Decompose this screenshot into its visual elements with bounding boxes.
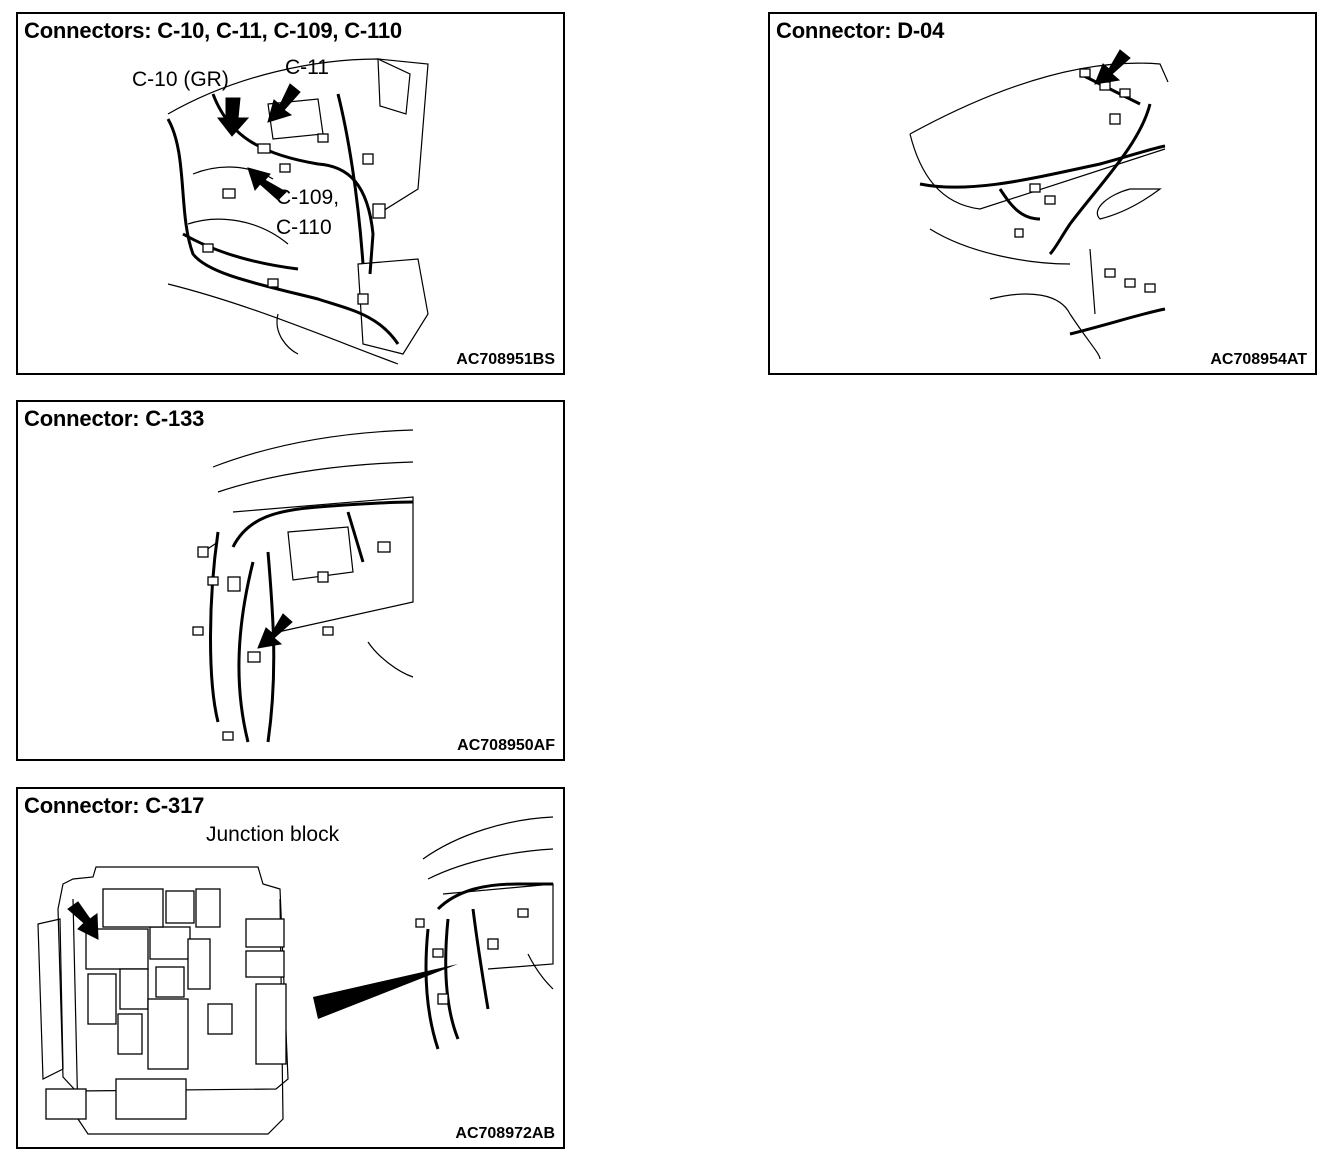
diagram-panel-c317: Connector: C-317 Junction block AC708972…	[16, 787, 565, 1149]
dashboard-harness-illustration	[166, 58, 429, 365]
callout-c109: C-109,	[276, 186, 340, 209]
callout-junction-block: Junction block	[206, 823, 340, 846]
callout-c11: C-11	[285, 56, 329, 79]
figure-code: AC708950AF	[457, 737, 555, 754]
figure-code: AC708954AT	[1210, 351, 1307, 368]
instrument-panel-harness-illustration	[192, 429, 414, 743]
diagram-panel-d04: Connector: D-04 AC708954AT	[768, 12, 1317, 375]
callout-c10: C-10 (GR)	[132, 68, 229, 91]
diagram-panel-c10-c11-c109-c110: Connectors: C-10, C-11, C-109, C-110 C-1…	[16, 12, 565, 375]
rear-harness-illustration	[909, 49, 1169, 360]
panel-title: Connector: D-04	[776, 18, 945, 43]
junction-block-illustration	[37, 816, 554, 1135]
figure-code: AC708972AB	[455, 1125, 555, 1142]
diagram-panel-c133: Connector: C-133 AC708950AF	[16, 400, 565, 761]
figure-code: AC708951BS	[456, 351, 555, 368]
panel-title: Connector: C-317	[24, 793, 205, 818]
panel-title: Connectors: C-10, C-11, C-109, C-110	[24, 18, 402, 43]
callout-c110: C-110	[276, 216, 332, 239]
panel-title: Connector: C-133	[24, 406, 205, 431]
